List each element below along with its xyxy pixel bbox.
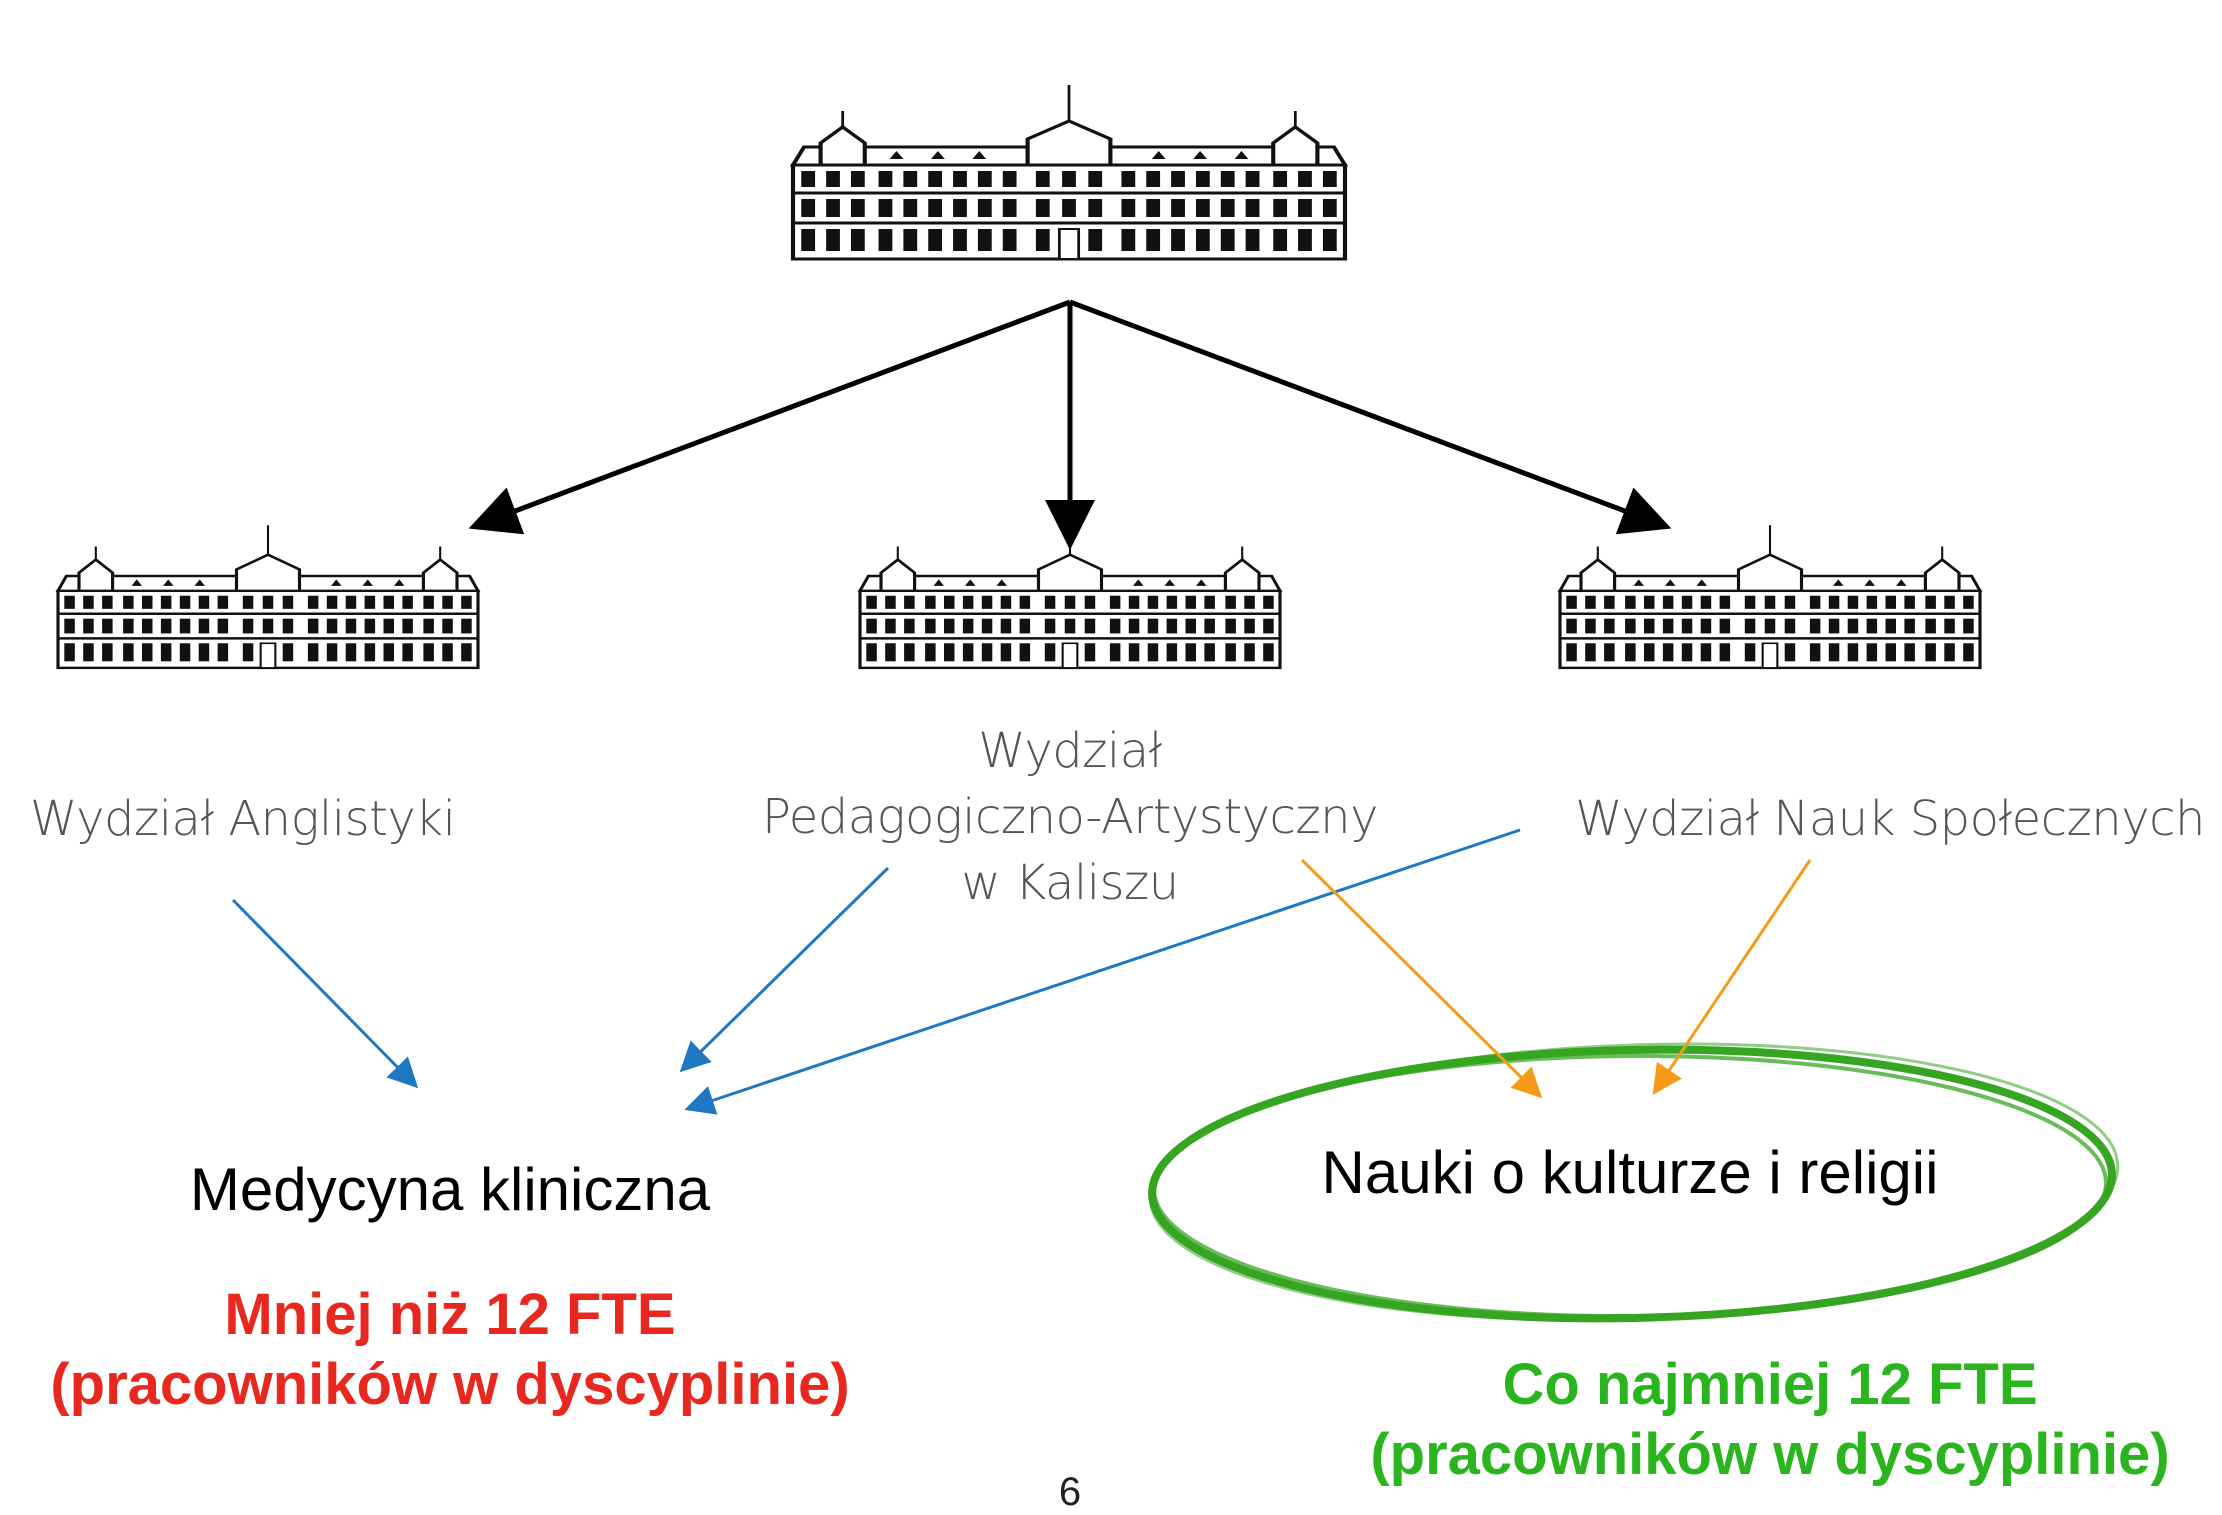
page-number: 6 <box>1058 1470 1082 1514</box>
faculty-building-icon <box>1558 523 1982 670</box>
faculty-label-nauk-spolecznych: Wydział Nauk Społecznych <box>1575 791 2205 847</box>
orange-arrow-nauk-spolecznych <box>1652 859 1812 1095</box>
hierarchy-arrow-right <box>1069 299 1672 535</box>
hierarchy-arrow-left <box>468 299 1071 535</box>
status-line: Co najmniej 12 FTE <box>1502 1352 2038 1417</box>
blue-arrow-pedagogiczno <box>679 866 890 1073</box>
orange-arrow-pedagogiczno <box>1300 858 1543 1099</box>
status-below-threshold: Mniej niż 12 FTE (pracowników w dyscypli… <box>0 1280 900 1420</box>
blue-arrow-anglistyki <box>231 898 419 1089</box>
faculty-label-line: Wydział <box>978 723 1162 779</box>
discipline-nauki-o-kulturze: Nauki o kulturze i religii <box>1321 1139 1939 1206</box>
status-line: (pracowników w dyscyplinie) <box>1370 1422 2170 1487</box>
blue-arrow-nauk-spolecznych <box>684 828 1521 1115</box>
status-line: Mniej niż 12 FTE <box>224 1282 676 1347</box>
faculty-building-icon <box>858 523 1282 670</box>
faculty-label-pedagogiczno: Wydział Pedagogiczno-Artystyczny w Kalis… <box>760 718 1380 916</box>
university-building-icon <box>793 85 1345 259</box>
status-above-threshold: Co najmniej 12 FTE (pracowników w dyscyp… <box>1320 1350 2220 1490</box>
status-line: (pracowników w dyscyplinie) <box>50 1352 850 1417</box>
faculty-label-anglistyki: Wydział Anglistyki <box>30 791 456 847</box>
discipline-medycyna-kliniczna: Medycyna kliniczna <box>189 1156 711 1223</box>
faculty-label-line: Pedagogiczno-Artystyczny <box>762 789 1378 845</box>
faculty-building-icon <box>56 523 480 670</box>
faculty-label-line: w Kaliszu <box>961 855 1179 911</box>
highlight-ellipse <box>1148 1042 2120 1323</box>
